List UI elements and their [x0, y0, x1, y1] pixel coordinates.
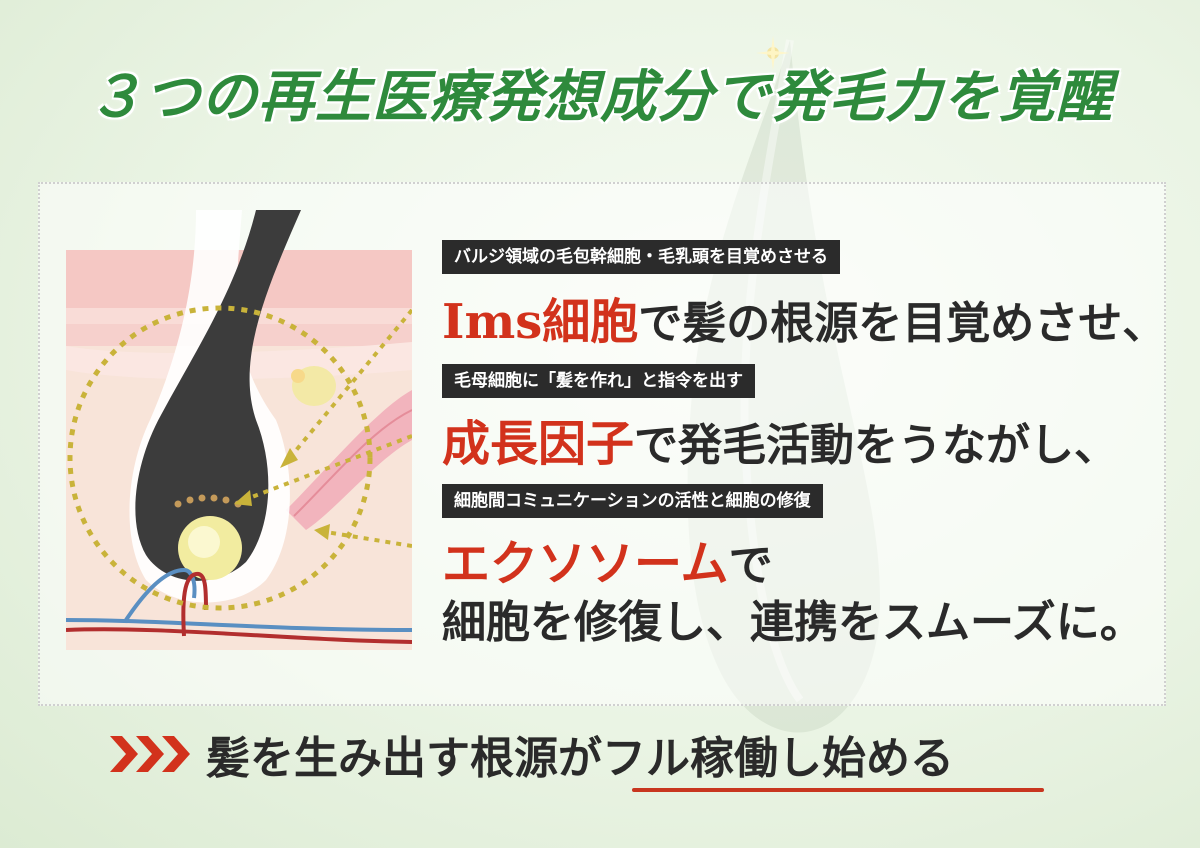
footer-message: 髪を生み出す根源がフル稼働し始める: [206, 722, 954, 786]
page-title: ３つの再生医療発想成分で発毛力を覚醒: [87, 65, 1113, 130]
feature-tag-1: バルジ領域の毛包幹細胞・毛乳頭を目覚めさせる: [442, 240, 840, 274]
highlight-ims-cell: Ims細胞: [442, 294, 639, 350]
feature-line-2: 成長因子で発毛活動をうながし、: [442, 404, 1118, 474]
sparkle-icon: [756, 36, 790, 70]
hair-follicle-diagram: [66, 210, 412, 650]
feature-line-2-rest: で発毛活動をうながし、: [634, 420, 1119, 471]
footer-plain: 髪を生み出す根源が: [206, 733, 602, 784]
footer-emphasis: フル稼働し始める: [602, 733, 954, 784]
highlight-growth-factor: 成長因子: [442, 416, 635, 472]
feature-tag-3: 細胞間コミュニケーションの活性と細胞の修復: [442, 484, 823, 518]
feature-tag-2: 毛母細胞に「髪を作れ」と指令を出す: [442, 364, 755, 398]
highlight-exosome: エクソソーム: [442, 536, 729, 592]
feature-line-3-rest: で: [728, 540, 773, 591]
feature-line-1-rest: で髪の根源を目覚めさせ、: [638, 298, 1167, 349]
triple-chevron-arrow-icon: [110, 736, 190, 772]
feature-line-3: エクソソームで: [442, 524, 773, 594]
feature-line-3-second: 細胞を修復し、連携をスムーズに。: [442, 597, 1144, 648]
feature-line-1: Ims細胞で髪の根源を目覚めさせ、: [442, 282, 1166, 352]
footer-underline: [632, 788, 1044, 792]
